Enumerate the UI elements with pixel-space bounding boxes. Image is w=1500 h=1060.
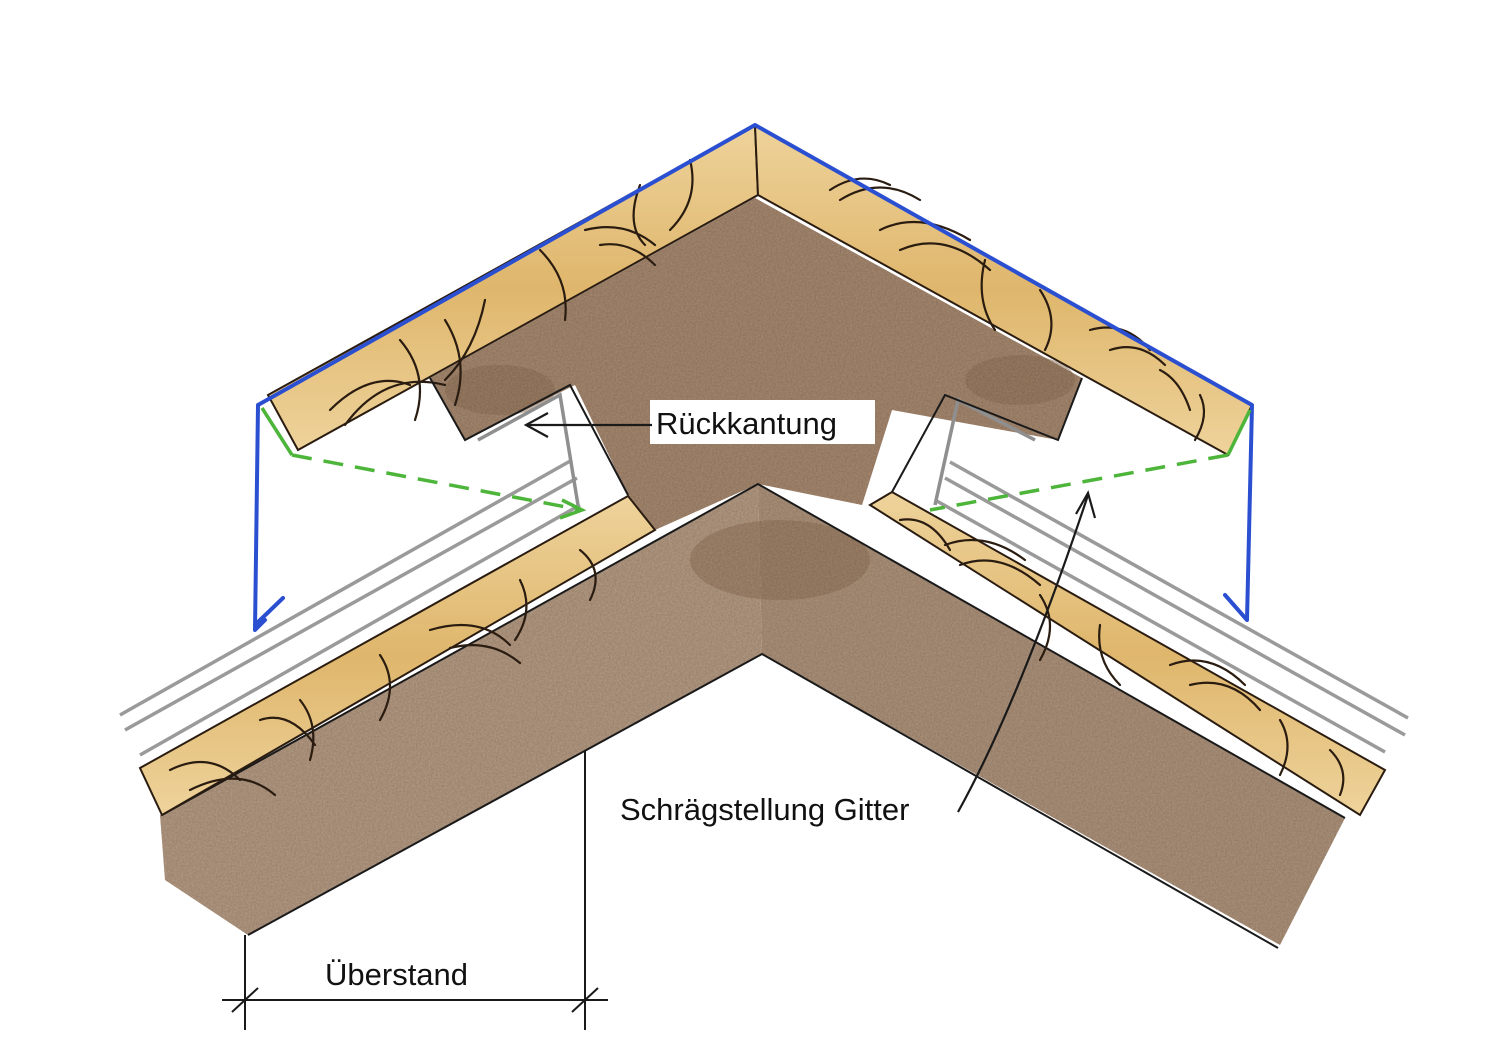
lower-boards bbox=[138, 490, 1387, 817]
covering-right-lower bbox=[934, 498, 1386, 754]
tick-right bbox=[571, 987, 599, 1013]
rafter-right bbox=[758, 484, 1345, 945]
grid-edge-left bbox=[260, 407, 294, 456]
board-lower-left bbox=[138, 494, 657, 817]
roof-covering bbox=[119, 458, 1409, 757]
covering-right-mid bbox=[944, 476, 1406, 737]
label-schraegstellung: Schrägstellung Gitter bbox=[620, 792, 909, 827]
label-rueckkantung: Rückkantung bbox=[656, 406, 837, 441]
grid-dashed-right bbox=[929, 453, 1229, 512]
arrow-rueckkantung bbox=[523, 412, 652, 438]
shade bbox=[690, 520, 870, 600]
covering-left-lower bbox=[139, 503, 581, 757]
arrow-schraegstellung bbox=[957, 490, 1097, 813]
tick-left bbox=[231, 987, 259, 1013]
wood-grain-lower bbox=[168, 518, 1345, 797]
bracket-outlines bbox=[429, 377, 1083, 496]
grid-arrowhead-left bbox=[559, 498, 587, 520]
grid-edge-right bbox=[1226, 409, 1252, 456]
ridge-flashing bbox=[253, 123, 1254, 632]
shade bbox=[965, 355, 1075, 405]
covering-left-mid bbox=[124, 476, 578, 732]
rafter-inner-outline bbox=[247, 652, 1279, 949]
rafter-outline bbox=[161, 482, 1346, 819]
label-rueckkantung-bg bbox=[650, 400, 875, 444]
bracket-left bbox=[477, 392, 580, 506]
grid-dashed-left bbox=[291, 453, 583, 512]
dimension-overhang bbox=[222, 750, 608, 1030]
ventilation-grid bbox=[260, 407, 1252, 520]
label-ueberstand: Überstand bbox=[325, 957, 468, 992]
rafter-left bbox=[160, 484, 762, 935]
shade bbox=[445, 365, 555, 415]
ridge-core bbox=[430, 198, 1082, 530]
covering-right-upper bbox=[949, 460, 1409, 720]
covering-left-upper bbox=[119, 458, 573, 717]
board-lower-right bbox=[868, 490, 1387, 817]
rafter-body bbox=[160, 198, 1345, 945]
